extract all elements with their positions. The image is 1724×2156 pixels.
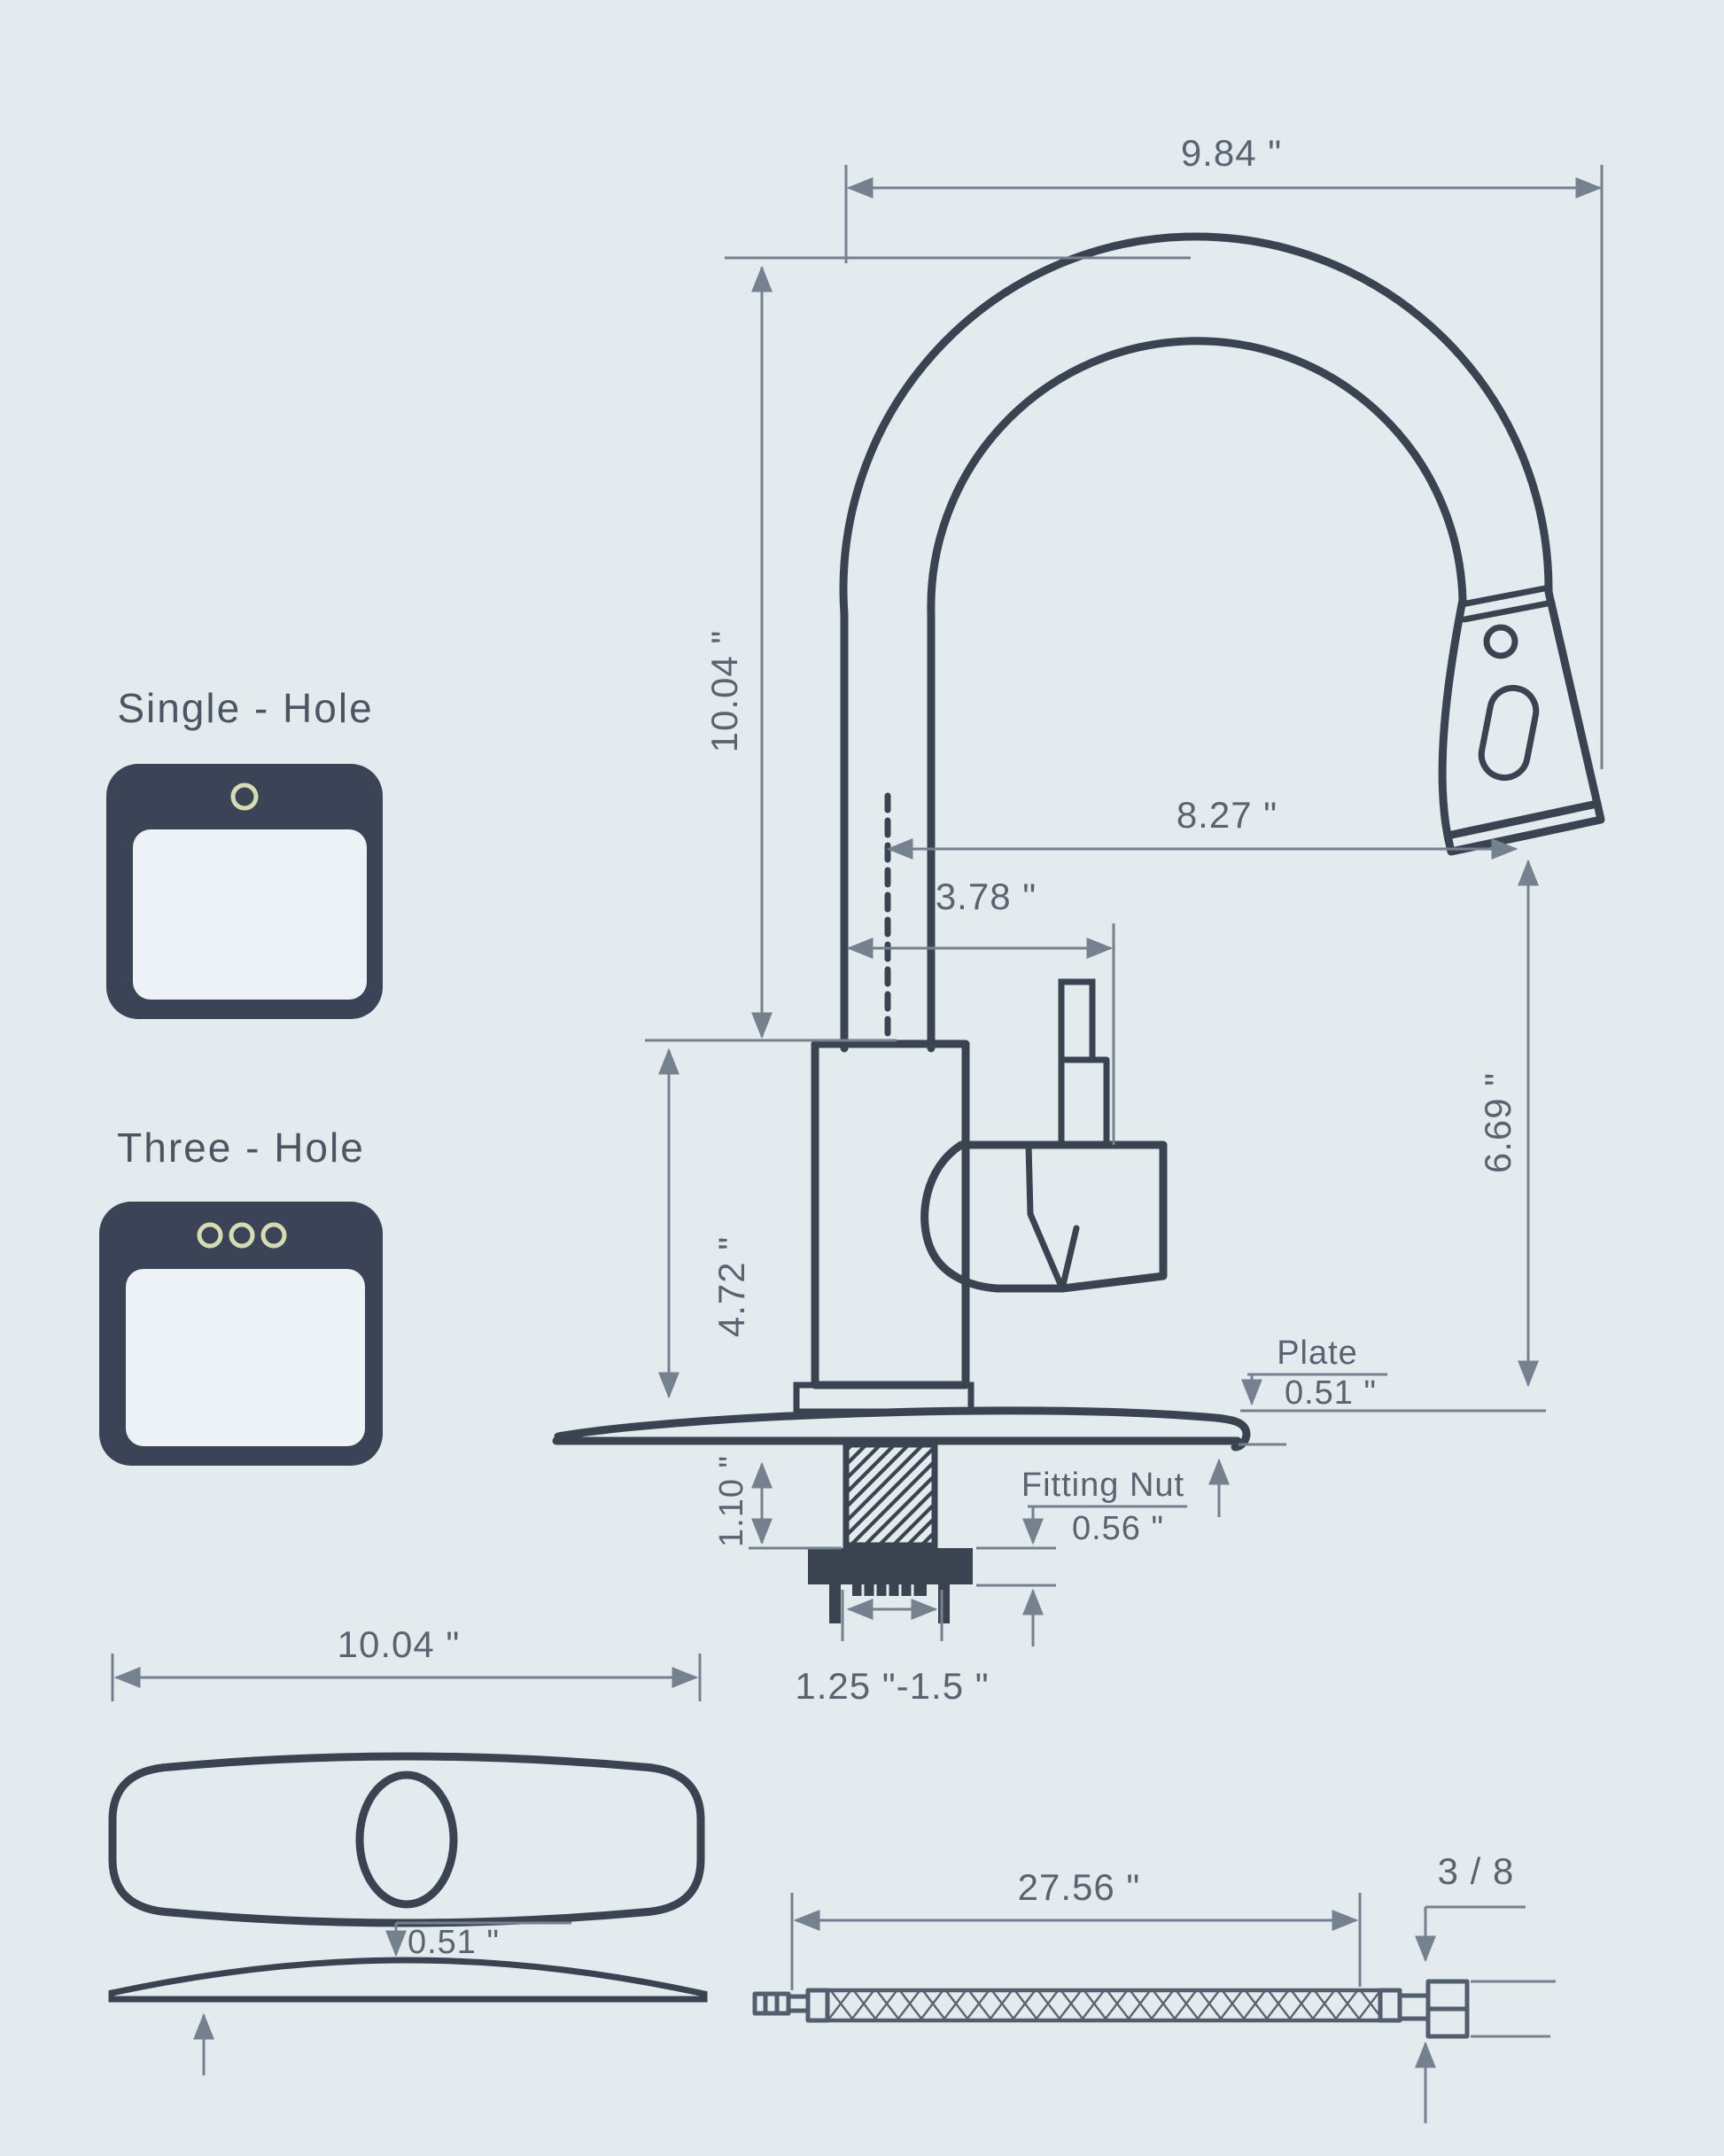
dim-text-connector-size: 3 / 8 xyxy=(1438,1850,1515,1892)
dim-text-spout-width: 9.84 " xyxy=(1181,132,1282,174)
dim-text-body-height: 4.72 " xyxy=(711,1236,752,1337)
callout-fitting-nut: Fitting Nut 0.56 " xyxy=(976,1467,1187,1646)
shank-thread-ticks xyxy=(861,1584,914,1596)
callout-connector-size: 3 / 8 xyxy=(1415,1850,1556,2123)
fitting-facets xyxy=(763,1994,780,2013)
sprayhead-button xyxy=(1483,624,1518,659)
dim-text-plate-side-thickness: 0.51 " xyxy=(408,1924,500,1961)
three-hole-sink-icon xyxy=(99,1202,383,1466)
handle-base xyxy=(920,1140,1168,1293)
dim-text-handle-clearance: 3.78 " xyxy=(936,876,1037,917)
faucet-hole-icon xyxy=(197,1222,223,1249)
dim-text-overall-height: 10.04 " xyxy=(703,630,745,753)
mount-option-single-hole: Single - Hole xyxy=(106,685,383,1019)
dim-handle-clearance: 3.78 " xyxy=(846,876,1115,1145)
handle xyxy=(920,978,1168,1293)
three-hole-label: Three - Hole xyxy=(117,1125,365,1171)
ext-line xyxy=(111,1654,702,1701)
ext-line xyxy=(841,1590,944,1641)
hose-ferrule-left xyxy=(805,1988,830,2023)
dim-hole-diameter: 1.25 "-1.5 " xyxy=(795,1590,989,1707)
hose-neck-right xyxy=(1397,1993,1431,2021)
dim-body-height: 4.72 " xyxy=(658,1047,752,1399)
dim-text-plate-thickness: 0.51 " xyxy=(1285,1374,1377,1412)
fitting-nut-label: Fitting Nut xyxy=(1021,1467,1184,1504)
sprayhead-bottom-band xyxy=(1443,799,1605,856)
faucet-outline xyxy=(552,232,1605,1623)
spout-inner-edge xyxy=(927,337,1467,1053)
dim-text-hole-diameter: 1.25 "-1.5 " xyxy=(795,1665,989,1707)
dim-text-fitting-nut: 0.56 " xyxy=(1072,1510,1164,1547)
nut-leg-left xyxy=(829,1584,841,1623)
sprayhead-joint-band xyxy=(1458,584,1556,623)
callout-plate-side-thickness: 0.51 " xyxy=(193,1921,571,2075)
faucet-hole-icon xyxy=(229,1222,255,1249)
sink-basin xyxy=(126,1269,365,1446)
plate-side-outline xyxy=(108,1957,708,2003)
faucet-hole-icon xyxy=(230,782,259,811)
dim-overall-height: 10.04 " xyxy=(645,256,1191,1042)
plate-side-view: 0.51 " xyxy=(108,1921,708,2075)
ext-line xyxy=(790,1893,1362,1990)
dim-spout-width: 9.84 " xyxy=(844,132,1604,769)
hose-collar-left xyxy=(786,1994,811,2013)
dim-text-plate-width: 10.04 " xyxy=(338,1623,461,1665)
sink-basin xyxy=(133,829,367,1000)
plate-outline xyxy=(108,1752,705,1927)
faucet-body xyxy=(811,1039,970,1389)
plate-center-hole xyxy=(355,1771,458,1909)
dim-hose-length: 27.56 " xyxy=(790,1866,1362,1990)
single-hole-sink-icon xyxy=(106,764,383,1019)
dim-text-outlet-height: 6.69 " xyxy=(1477,1072,1518,1173)
plate-label: Plate xyxy=(1277,1335,1358,1372)
dim-deck-thickness: 1.10 " xyxy=(713,1455,842,1550)
faucet-hole-icon xyxy=(260,1222,287,1249)
handle-lever-arm xyxy=(1058,978,1110,1148)
dim-text-hose-length: 27.56 " xyxy=(1018,1866,1141,1908)
dim-text-spout-reach: 8.27 " xyxy=(1177,794,1277,836)
shank-thread-end xyxy=(852,1584,927,1596)
spout-outer-edge xyxy=(839,232,1602,1053)
single-hole-label: Single - Hole xyxy=(117,685,373,731)
handle-base-detail xyxy=(1025,1141,1080,1292)
mount-options: Single - Hole Three - Hole xyxy=(99,685,383,1466)
braided-hose-body xyxy=(825,1988,1383,2023)
hose-drawing xyxy=(752,1979,1470,2039)
ext-line xyxy=(1471,1980,1556,2038)
threaded-shank xyxy=(843,1441,938,1549)
plate-top-view: 10.04 " xyxy=(108,1623,705,1927)
dim-outlet-height: 6.69 " xyxy=(1477,859,1539,1388)
hose-ferrule-right xyxy=(1378,1988,1402,2023)
dim-plate-width: 10.04 " xyxy=(111,1623,702,1701)
dim-text-deck-thickness: 1.10 " xyxy=(713,1455,750,1547)
hose-end-fitting-left xyxy=(752,1991,791,2016)
nut-leg-right xyxy=(938,1584,950,1623)
main-faucet-view: 9.84 " 10.04 " 8.27 " 3.78 " 4.72 " xyxy=(552,132,1605,1707)
mount-option-three-hole: Three - Hole xyxy=(99,1125,383,1466)
deck-plate-dome xyxy=(554,1406,1251,1452)
sprayhead-slot xyxy=(1478,684,1540,782)
hose-view: 27.56 " 3 / 8 xyxy=(752,1850,1556,2123)
dim-spout-reach: 8.27 " xyxy=(886,794,1518,860)
callout-plate-thickness: Plate 0.51 " xyxy=(1208,1335,1546,1517)
mounting-nut xyxy=(808,1548,973,1584)
